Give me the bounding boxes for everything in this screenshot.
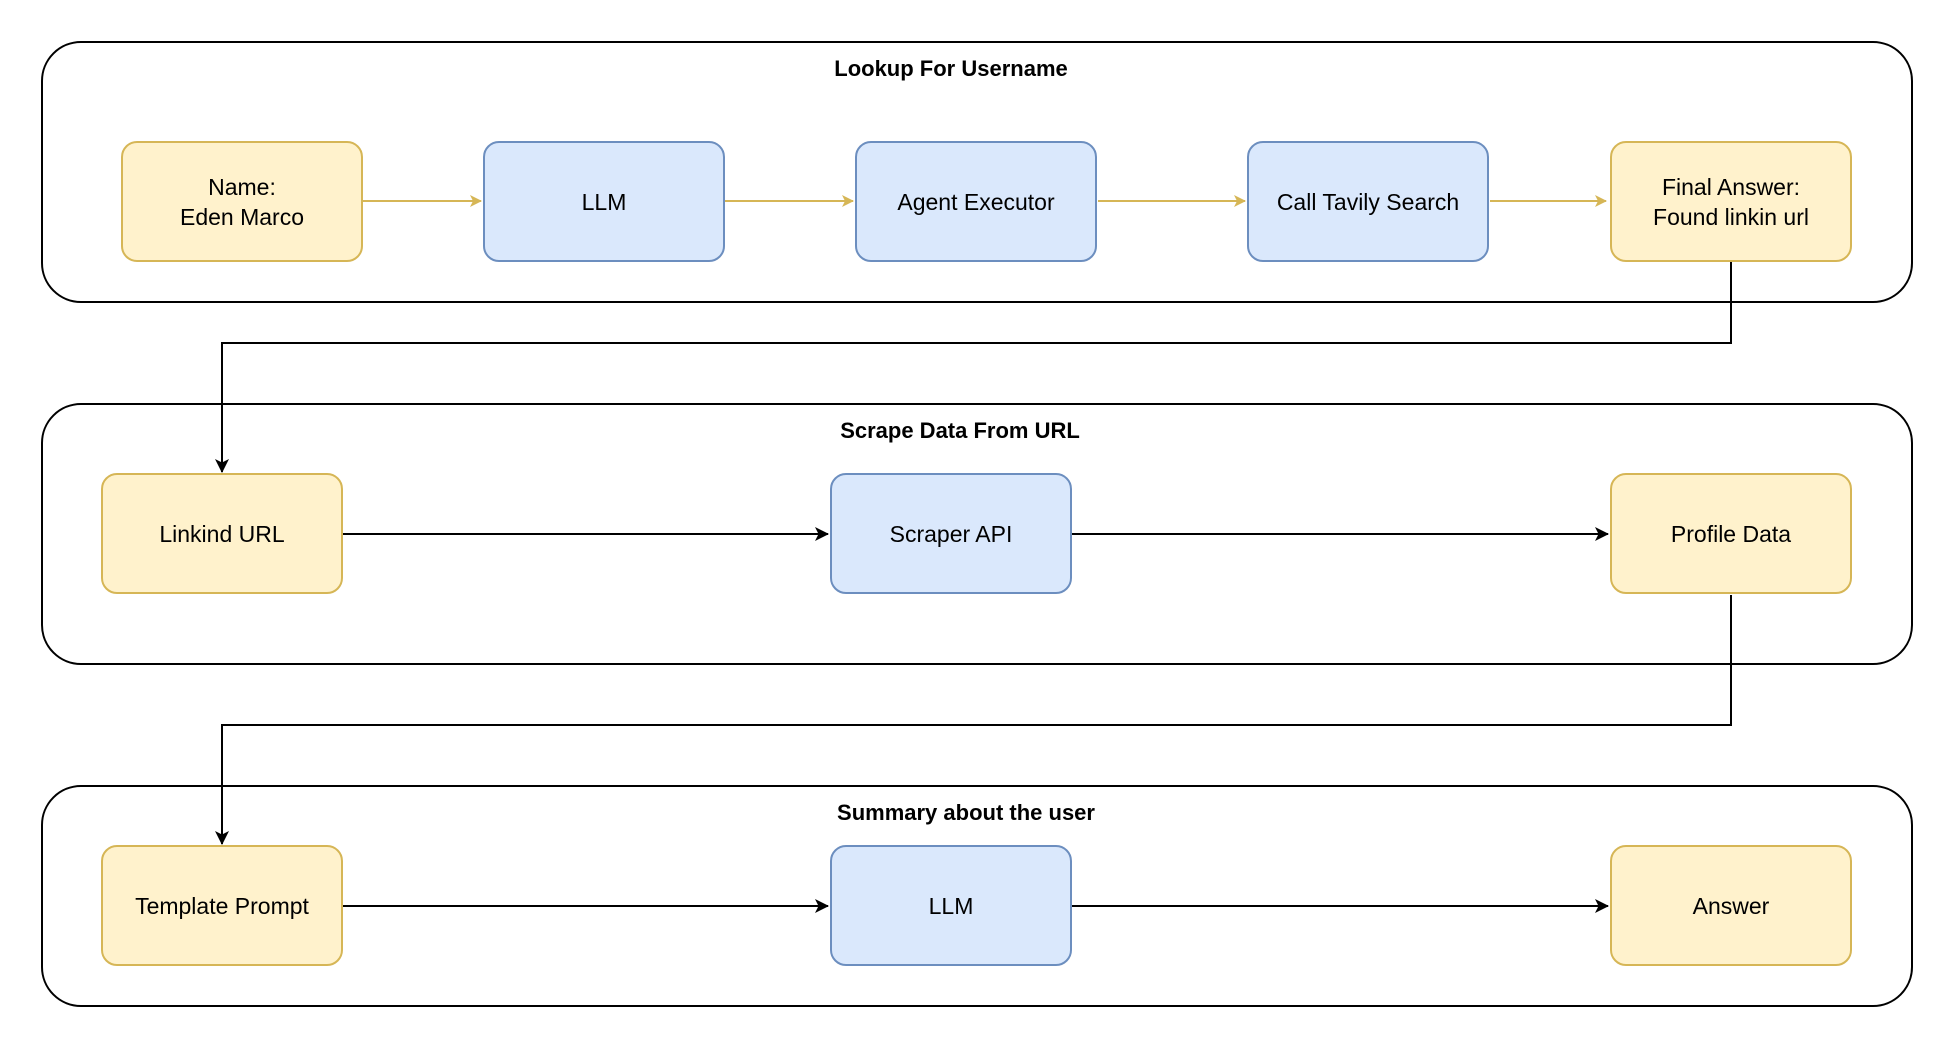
- node-llm-summary[interactable]: LLM: [830, 845, 1072, 966]
- node-scraper-api-label: Scraper API: [889, 520, 1013, 547]
- node-llm-lookup-label: LLM: [581, 188, 627, 215]
- node-call-tavily-search-label: Call Tavily Search: [1276, 188, 1460, 215]
- node-answer-label: Answer: [1692, 892, 1770, 919]
- node-template-prompt-label: Template Prompt: [135, 892, 309, 919]
- node-profile-data-label: Profile Data: [1670, 520, 1792, 547]
- arrow-profile-data-to-template-prompt: [215, 595, 1732, 845]
- node-template-prompt[interactable]: Template Prompt: [101, 845, 343, 966]
- node-answer[interactable]: Answer: [1610, 845, 1852, 966]
- node-final-answer[interactable]: Final Answer: Found linkin url: [1610, 141, 1852, 262]
- node-linkedin-url-label: Linkind URL: [159, 520, 285, 547]
- node-name-input-line1: Name:: [208, 173, 276, 200]
- group-title-lookup: Lookup For Username: [834, 56, 1068, 81]
- node-llm-lookup[interactable]: LLM: [483, 141, 725, 262]
- node-llm-summary-label: LLM: [928, 892, 974, 919]
- node-agent-executor[interactable]: Agent Executor: [855, 141, 1097, 262]
- group-summary-about-the-user: [41, 785, 1913, 1007]
- node-linkedin-url[interactable]: Linkind URL: [101, 473, 343, 594]
- node-final-answer-line2: Found linkin url: [1653, 203, 1809, 230]
- node-call-tavily-search[interactable]: Call Tavily Search: [1247, 141, 1489, 262]
- group-lookup-for-username: [41, 41, 1913, 303]
- node-scraper-api[interactable]: Scraper API: [830, 473, 1072, 594]
- node-name-input[interactable]: Name: Eden Marco: [121, 141, 363, 262]
- node-final-answer-line1: Final Answer:: [1661, 173, 1801, 200]
- group-title-scrape: Scrape Data From URL: [840, 418, 1080, 443]
- node-profile-data[interactable]: Profile Data: [1610, 473, 1852, 594]
- node-name-input-line2: Eden Marco: [179, 203, 304, 230]
- node-agent-executor-label: Agent Executor: [897, 188, 1055, 215]
- group-scrape-data-from-url: [41, 403, 1913, 665]
- group-title-summary: Summary about the user: [837, 800, 1095, 825]
